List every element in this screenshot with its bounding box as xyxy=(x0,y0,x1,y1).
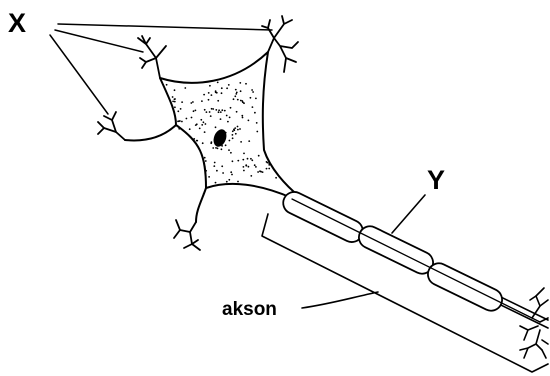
axon-terminal xyxy=(520,288,548,358)
x-leader-lines xyxy=(50,24,272,114)
myelin-segment xyxy=(280,188,367,245)
myelin-sheath xyxy=(280,188,506,314)
axon-leader-line xyxy=(302,292,378,308)
label-axon: akson xyxy=(222,300,277,319)
cell-body-outline xyxy=(125,52,300,222)
myelin-segment xyxy=(424,260,506,315)
axon-bracket xyxy=(262,214,548,372)
y-leader-line xyxy=(392,195,425,233)
label-x: X xyxy=(8,10,26,37)
label-y: Y xyxy=(427,167,445,194)
